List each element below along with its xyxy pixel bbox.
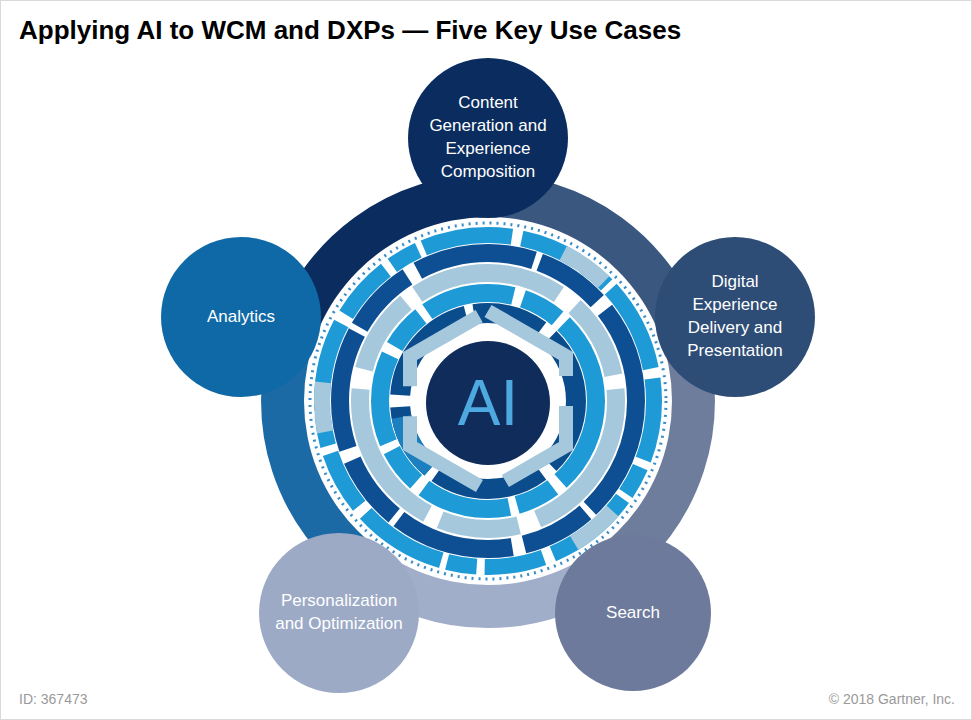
use-case-label: Search [573,602,693,625]
ring [360,273,616,529]
circle-shape [408,58,568,218]
circle-fill [161,237,321,397]
circle-fill [408,58,568,218]
use-case-label: Analytics [181,306,301,329]
use-case-label: Content Generation and Experience Compos… [429,92,547,184]
use-case-circle: Analytics [161,237,321,397]
circle-fill [555,535,711,691]
use-case-circle: Digital Experience Delivery and Presenta… [655,237,815,397]
core-label: AI [428,371,548,435]
circle-fill [426,341,550,465]
use-case-label: Digital Experience Delivery and Presenta… [676,271,794,363]
copyright-note: © 2018 Gartner, Inc. [829,691,955,707]
circle-fill [259,533,419,693]
use-case-circle: Personalization and Optimization [259,533,419,693]
use-case-circle: Search [555,535,711,691]
ring [340,253,636,549]
core-circle: AI [426,341,550,465]
ring [322,235,654,567]
use-case-circle: Content Generation and Experience Compos… [408,58,568,218]
inner-disk [304,217,672,585]
ring [380,293,596,509]
dotted-ring [310,223,666,579]
figure-id: ID: 367473 [19,691,88,707]
circle-shape [655,237,815,397]
hex-ring [410,311,566,491]
circle-shape [259,533,419,693]
circle-fill [655,237,815,397]
use-case-label: Personalization and Optimization [273,590,405,636]
diagram-title: Applying AI to WCM and DXPs — Five Key U… [19,15,681,46]
ring [322,235,654,567]
